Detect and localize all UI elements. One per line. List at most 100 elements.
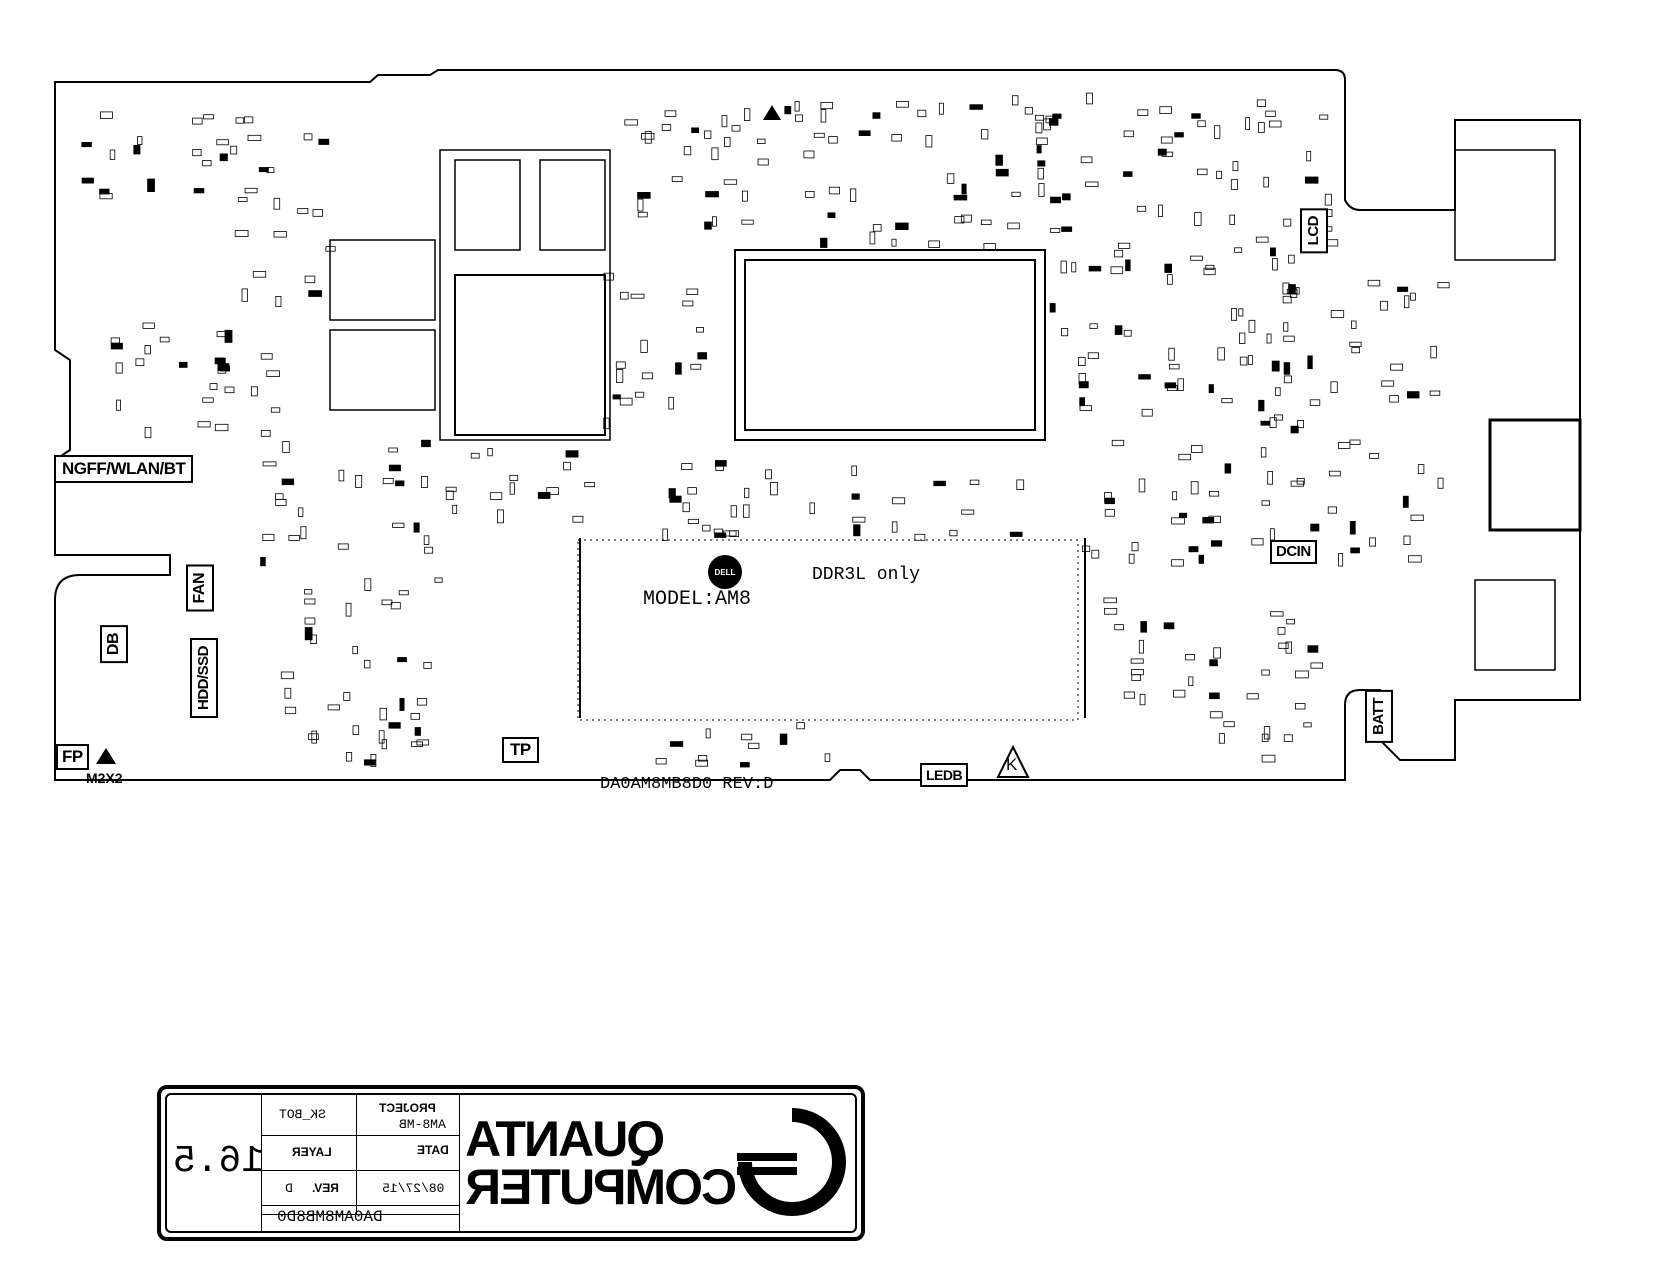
component-pad [669, 495, 682, 503]
component-pad [1261, 754, 1276, 763]
component-pad [193, 188, 205, 194]
component-pad [219, 365, 231, 372]
component-pad [327, 704, 340, 711]
component-pad [682, 502, 690, 513]
component-pad [1263, 176, 1269, 188]
tp-label: TP [502, 737, 539, 763]
component-pad [1248, 319, 1256, 333]
component-pad [244, 187, 258, 194]
component-pad [1307, 645, 1319, 653]
component-pad [1011, 191, 1021, 197]
component-pad [1036, 145, 1042, 154]
component-pad [1009, 531, 1023, 537]
layer-label: LAYER [292, 1145, 332, 1159]
component-pad [1369, 452, 1380, 459]
component-pad [1123, 691, 1135, 699]
component-pad [300, 526, 307, 540]
quanta-line2: COMPUTER [467, 1159, 738, 1215]
component-pad [961, 509, 975, 515]
component-pad [1211, 540, 1223, 547]
component-pad [853, 524, 861, 537]
component-pad [1079, 397, 1085, 406]
component-pad [420, 475, 428, 488]
edge-connector-mid [1488, 418, 1582, 532]
part-number-text: DA0AM8MB8D0 [277, 1208, 383, 1226]
component-pad [308, 290, 323, 297]
component-pad [258, 167, 269, 173]
component-pad [1269, 417, 1277, 428]
component-pad [1061, 226, 1073, 232]
date-label-text: DATE [417, 1143, 449, 1157]
component-pad [1163, 622, 1175, 630]
component-pad [1007, 222, 1020, 230]
component-pad [509, 482, 515, 495]
component-pad [1261, 669, 1270, 676]
component-pad [109, 149, 116, 160]
component-pad [1035, 114, 1045, 121]
component-pad [413, 522, 420, 533]
component-pad [1179, 512, 1188, 519]
component-pad [288, 535, 300, 541]
component-pad [1141, 408, 1153, 417]
tb-part-row [262, 1205, 460, 1231]
component-pad [137, 136, 143, 146]
cpu-package [734, 249, 1046, 441]
component-pad [304, 617, 316, 625]
component-pad [953, 194, 968, 201]
component-pad [1088, 265, 1102, 272]
component-pad [1086, 92, 1093, 105]
k-triangle-icon [996, 744, 1030, 778]
k-marker: K [996, 744, 1030, 778]
component-pad [234, 230, 249, 238]
component-pad [714, 532, 727, 538]
component-pad [318, 138, 330, 145]
component-pad [697, 352, 707, 360]
component-pad [1050, 228, 1061, 233]
component-pad [757, 158, 769, 166]
component-pad [1016, 479, 1025, 490]
component-pad [398, 590, 409, 596]
component-pad [214, 357, 226, 365]
component-pad [1403, 535, 1411, 546]
component-pad [757, 138, 766, 144]
component-pad [1429, 390, 1441, 396]
component-pad [275, 493, 284, 500]
component-pad [1178, 453, 1192, 461]
component-pad [434, 577, 443, 583]
component-pad [824, 753, 831, 762]
component-pad [445, 490, 454, 501]
component-pad [850, 188, 857, 202]
component-pad [352, 646, 358, 655]
component-pad [1239, 332, 1246, 344]
component-pad [1269, 120, 1282, 128]
component-pad [892, 497, 906, 505]
component-pad [284, 706, 297, 715]
component-pad [1085, 181, 1099, 187]
component-pad [203, 114, 214, 120]
m2x2-label: M2X2 [86, 748, 123, 786]
component-pad [1159, 106, 1172, 114]
component-pad [683, 146, 692, 156]
component-pad [981, 129, 989, 140]
component-pad [1282, 282, 1290, 295]
component-pad [620, 291, 629, 300]
component-pad [1197, 120, 1206, 128]
tb-row-2 [262, 1170, 460, 1171]
component-pad [1295, 703, 1306, 710]
component-pad [275, 498, 287, 506]
component-pad [1437, 282, 1450, 289]
component-pad [1190, 481, 1199, 495]
component-pad [262, 461, 277, 467]
component-pad [1390, 363, 1403, 371]
component-pad [698, 755, 708, 762]
component-pad [1349, 439, 1361, 445]
component-pad [1194, 212, 1202, 226]
component-pad [696, 327, 704, 333]
component-pad [624, 119, 638, 126]
component-pad [1209, 659, 1218, 667]
component-pad [635, 391, 645, 398]
component-pad [565, 450, 579, 458]
component-pad [1303, 722, 1312, 728]
component-pad [1286, 618, 1295, 625]
